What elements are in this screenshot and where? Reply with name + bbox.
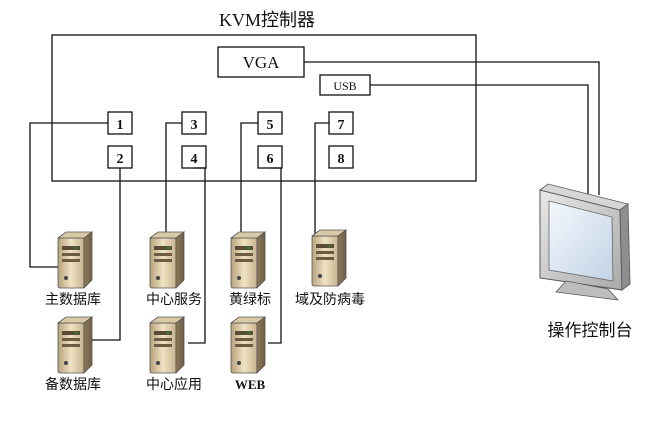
server-label-domain-antivirus: 域及防病毒 — [295, 292, 365, 308]
server-icon — [57, 316, 93, 374]
port-7-label: 7 — [338, 118, 345, 133]
server-icon — [311, 229, 347, 287]
cable-port-3 — [165, 122, 182, 238]
monitor-icon — [539, 183, 631, 301]
cable-port-2 — [92, 168, 121, 341]
server-label-center-app: 中心应用 — [146, 376, 202, 393]
console-label: 操作控制台 — [548, 321, 633, 340]
port-5-label: 5 — [267, 118, 274, 133]
cable-port-1 — [29, 122, 108, 268]
cable-port-7 — [314, 122, 329, 236]
server-icon — [57, 231, 93, 289]
port-3-label: 3 — [191, 118, 198, 133]
port-6: 6 — [257, 145, 283, 169]
vga-label: VGA — [243, 53, 281, 72]
port-7: 7 — [328, 111, 354, 135]
cable-port-4 — [188, 167, 206, 344]
server-label-web: WEB — [235, 377, 266, 392]
port-2-label: 2 — [117, 152, 124, 167]
vga-port — [217, 46, 305, 78]
usb-label: USB — [333, 79, 356, 93]
server-label-backup-db: 备数据库 — [45, 376, 101, 393]
cable-vga — [304, 61, 600, 195]
port-3: 3 — [181, 111, 207, 135]
port-4: 4 — [181, 145, 207, 169]
port-1: 1 — [107, 111, 133, 135]
port-1-label: 1 — [117, 118, 124, 133]
server-label-yellow-green: 黄绿标 — [229, 291, 271, 308]
server-icon — [149, 316, 185, 374]
port-5: 5 — [257, 111, 283, 135]
cable-port-5 — [240, 122, 258, 238]
port-6-label: 6 — [267, 152, 274, 167]
server-icon — [149, 231, 185, 289]
port-8-label: 8 — [338, 152, 345, 167]
port-4-label: 4 — [191, 152, 198, 167]
port-2: 2 — [107, 145, 133, 169]
port-8: 8 — [328, 145, 354, 169]
cable-port-6 — [268, 167, 282, 344]
kvm-title: KVM控制器 — [219, 10, 315, 30]
server-label-main-db: 主数据库 — [45, 292, 101, 308]
cable-usb — [370, 84, 589, 195]
server-label-center-service: 中心服务 — [146, 292, 202, 308]
server-icon — [230, 316, 266, 374]
server-icon — [230, 231, 266, 289]
